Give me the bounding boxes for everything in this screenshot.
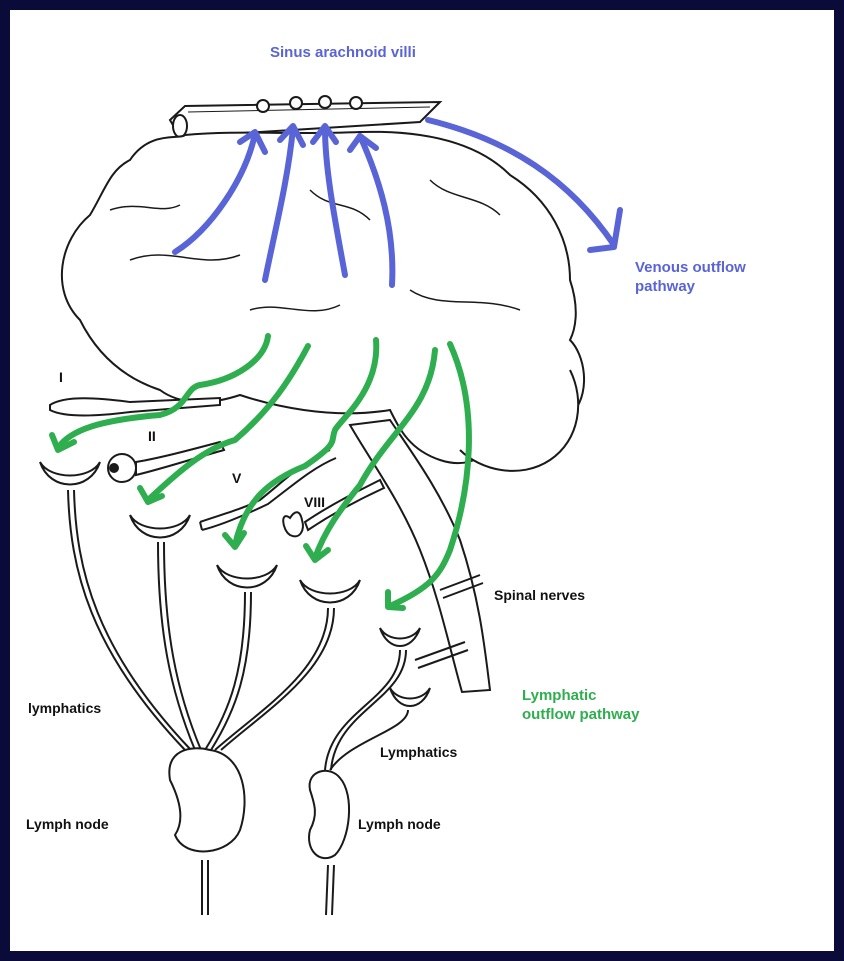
sinus-arachnoid-villi-label: Sinus arachnoid villi [270, 44, 416, 61]
cranial-nerve-viii-label: VIII [304, 494, 325, 510]
diagram-canvas: Sinus arachnoid villi Venous outflow pat… [10, 10, 834, 951]
venous-outflow-label: Venous outflow pathway [635, 258, 746, 296]
olfactory-bulb [50, 398, 220, 416]
cranial-nerve-i-label: I [59, 369, 63, 385]
lymphatics-right-label: Lymphatics [380, 744, 457, 760]
lymphatics-left-label: lymphatics [28, 700, 101, 716]
brain [62, 132, 584, 463]
csf-outflow-diagram [10, 10, 834, 951]
lymph-node-right-label: Lymph node [358, 816, 441, 832]
cranial-nerve-v-label: V [232, 470, 241, 486]
lymph-nodes [169, 748, 349, 858]
sinus-tube [170, 102, 440, 137]
lymph-node-left-label: Lymph node [26, 816, 109, 832]
cranial-nerve-ii-label: II [148, 428, 156, 444]
vestibulocochlear-nerve-ear [283, 480, 384, 536]
spinal-nerves-label: Spinal nerves [494, 587, 585, 603]
lymph-node-clusters [40, 462, 430, 706]
lymphatic-outflow-label: Lymphatic outflow pathway [522, 686, 640, 724]
eye-optic-nerve [108, 442, 224, 482]
efferent-vessels [202, 860, 334, 915]
